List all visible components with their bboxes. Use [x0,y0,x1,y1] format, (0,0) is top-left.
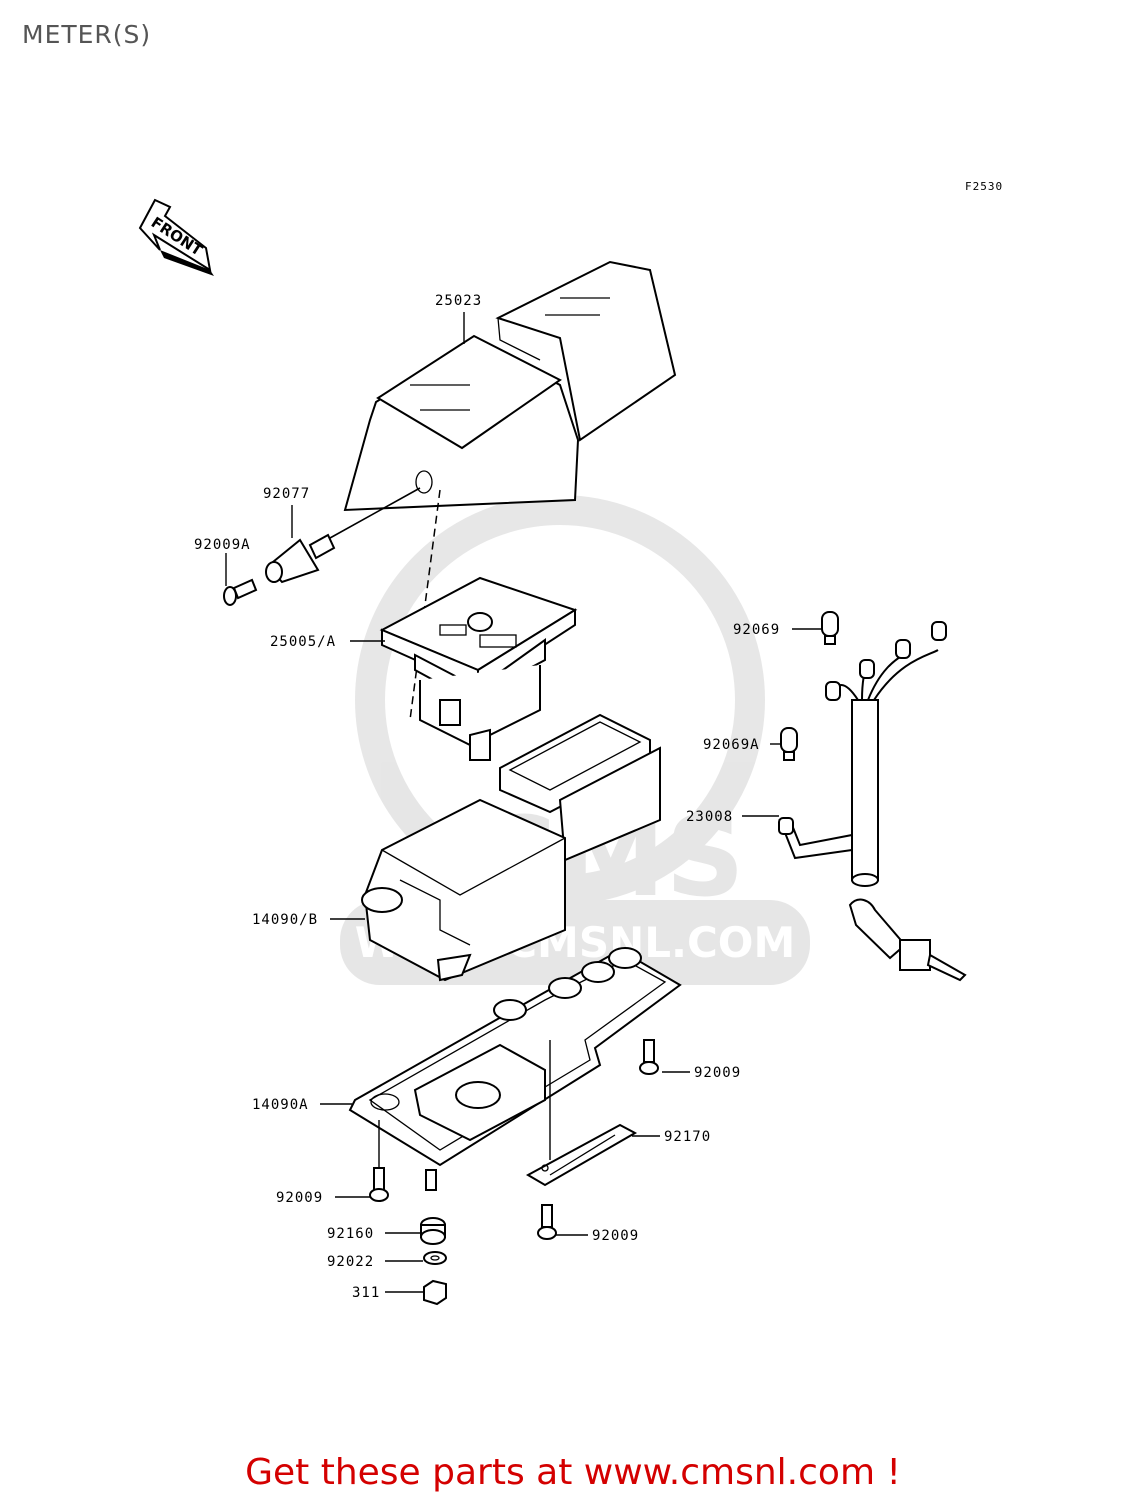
indicator-light-block [499,713,661,862]
label-92069A: 92069A [703,737,760,753]
label-92069: 92069 [733,622,780,638]
label-92009-left: 92009 [276,1190,323,1206]
label-14090A: 14090A [252,1097,309,1113]
screw-92009-left [369,1120,389,1202]
label-92009-bottom: 92009 [592,1228,639,1244]
get-parts-link[interactable]: Get these parts at www.cmsnl.com ! [245,1452,901,1493]
label-311: 311 [352,1285,380,1301]
wire-harness-23008 [778,621,967,982]
meter-assembly-25005A [379,576,578,761]
label-25005A: 25005/A [270,634,336,650]
washer-92022 [423,1251,447,1265]
bulb-92069A [780,727,798,761]
label-92077: 92077 [263,486,310,502]
bulb-92069 [821,611,839,645]
label-25023: 25023 [435,293,482,309]
label-92009-right: 92009 [694,1065,741,1081]
label-92009A: 92009A [194,537,251,553]
leader-lines [225,312,822,1293]
label-14090B: 14090/B [252,912,318,928]
grommet-92160 [420,1169,446,1245]
nut-311 [423,1279,447,1306]
bracket-92170 [525,1040,638,1187]
reset-knob-92077 [265,487,421,584]
front-arrow-icon: FRONT [138,198,214,276]
screw-92009A [223,578,258,606]
meter-cover-25023 [343,260,677,721]
label-23008: 23008 [686,809,733,825]
meter-case-14090A [348,947,682,1167]
part-labels: 25023 92077 92009A 25005/A 92069 92069A … [194,293,780,1301]
label-92170: 92170 [664,1129,711,1145]
label-92022: 92022 [327,1254,374,1270]
screw-92009-bottom [537,1204,557,1240]
page-title: METER(S) [22,20,152,49]
label-92160: 92160 [327,1226,374,1242]
screw-92009-right [639,1039,659,1075]
meter-case-14090B [361,798,566,982]
figure-code: F2530 [965,180,1003,193]
